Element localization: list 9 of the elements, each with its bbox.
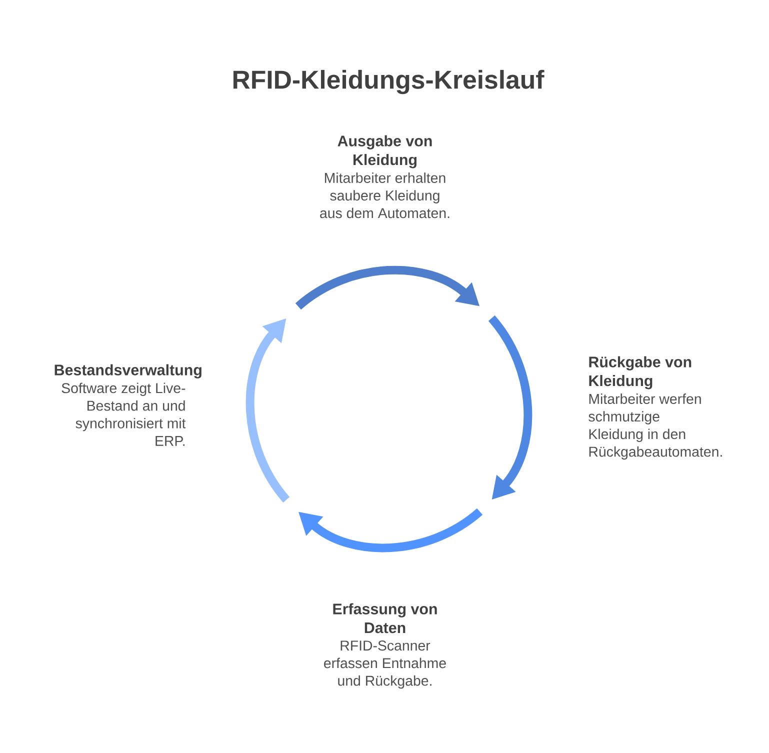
step-title: Bestandsverwaltung bbox=[54, 364, 202, 378]
step-description: Software zeigt Live-Bestand an und synchronisiert mit ERP. bbox=[62, 382, 186, 446]
step-description: RFID-Scanner erfassen Entnahme und Rückgabe. bbox=[324, 640, 446, 689]
step-title: Rückgabe von Kleidung bbox=[589, 356, 692, 390]
step-title: Erfassung von Daten bbox=[333, 603, 437, 634]
step-title: Ausgabe von Kleidung bbox=[338, 135, 432, 168]
title: RFID-Kleidungs-Kreislauf bbox=[233, 70, 544, 94]
step-description: Mitarbeiter erhalten saubere Kleidung aus dem Automaten. bbox=[320, 172, 450, 218]
step-description: Mitarbeiter werfen schmutzige Kleidung in den Rückgabeautomaten. bbox=[588, 394, 722, 460]
